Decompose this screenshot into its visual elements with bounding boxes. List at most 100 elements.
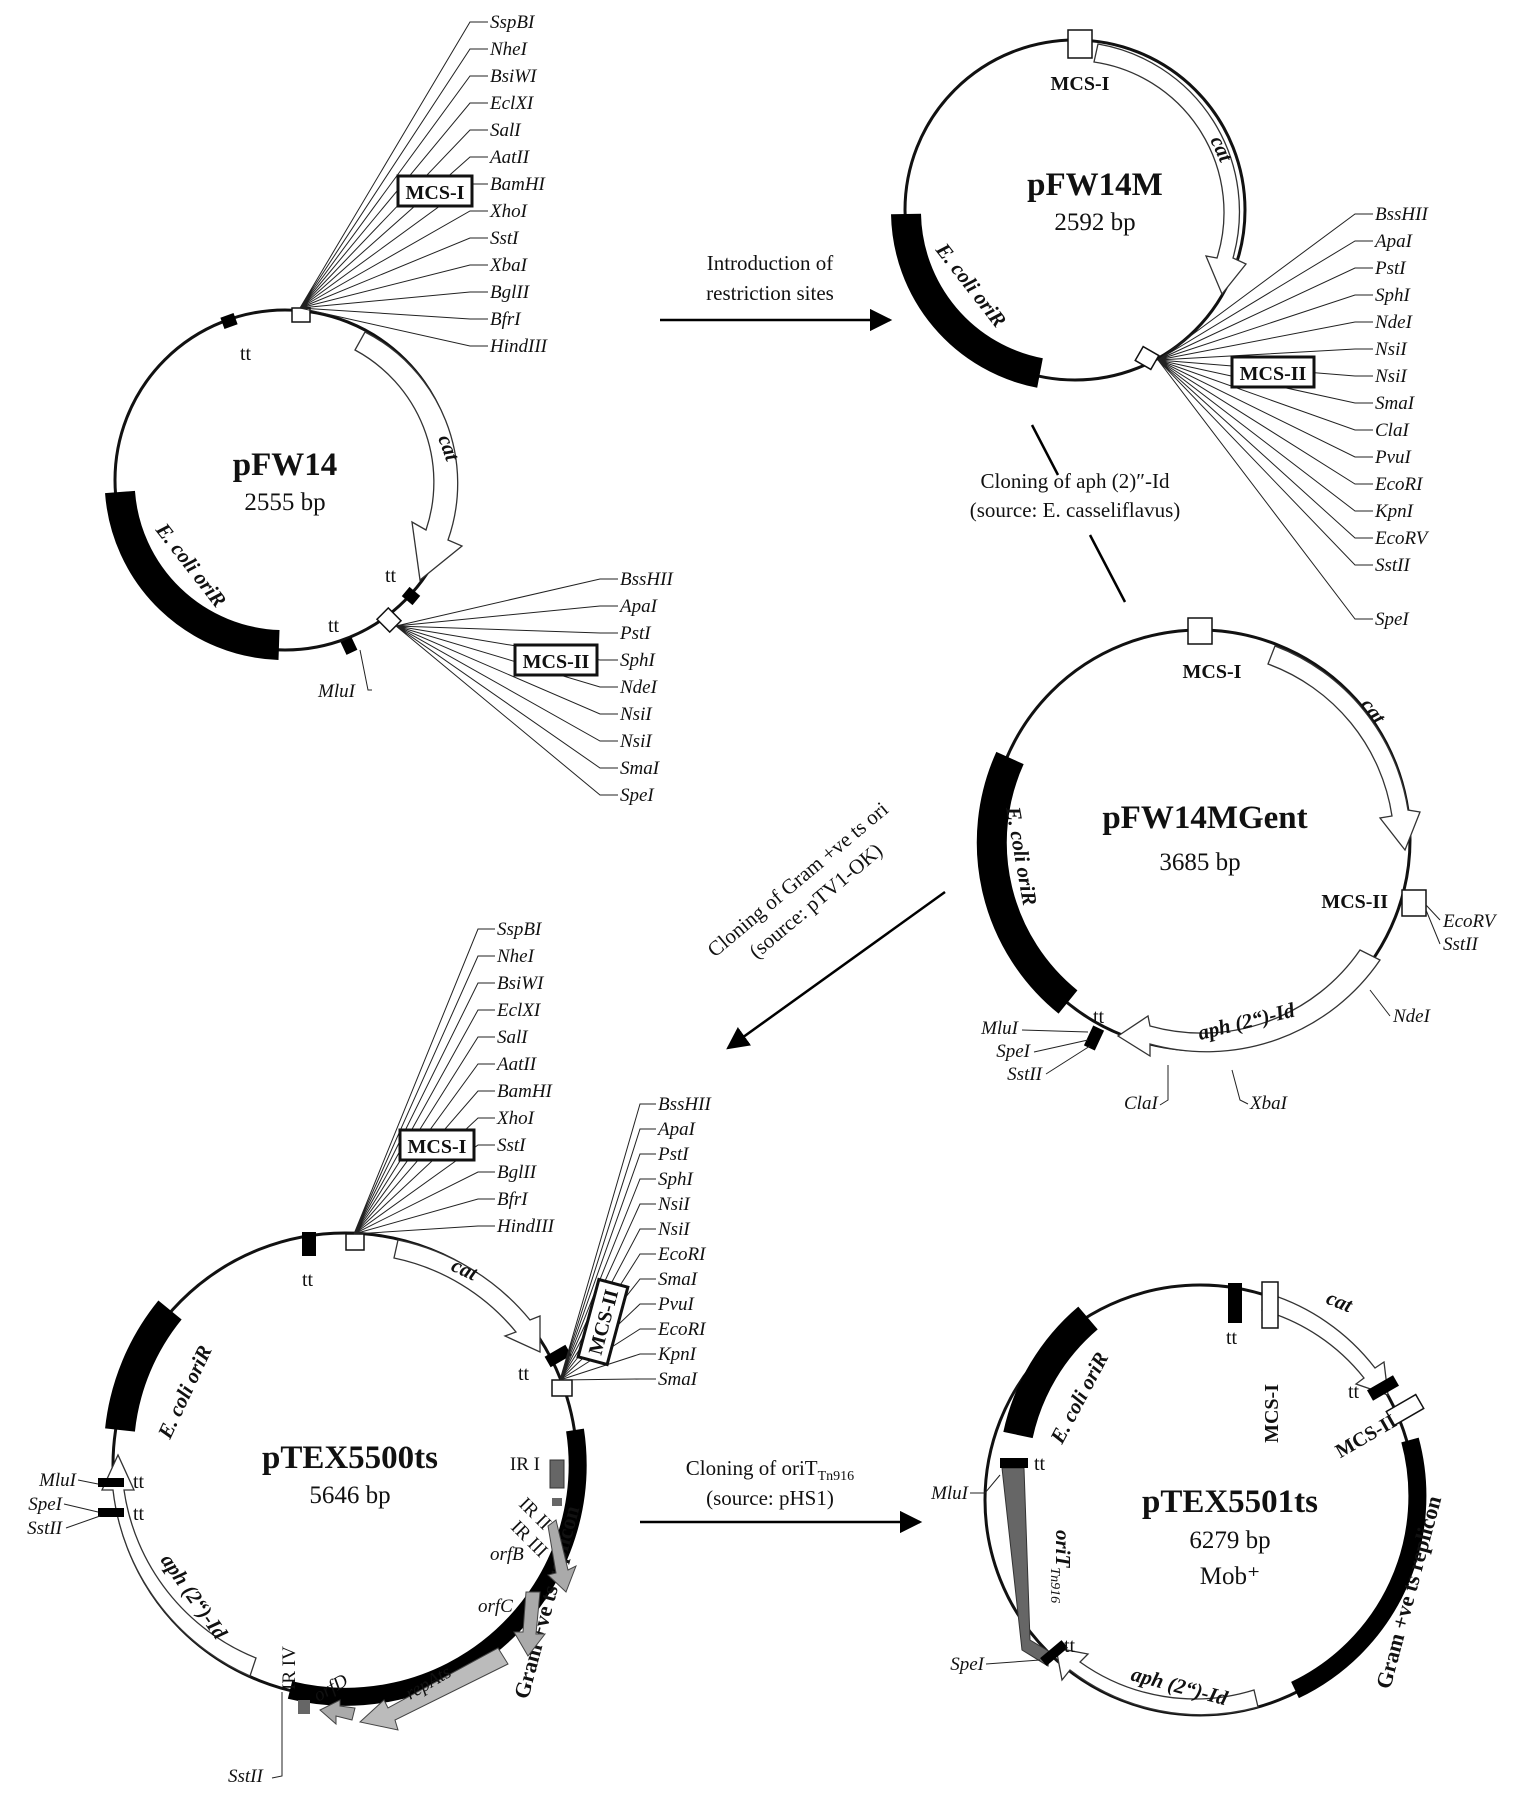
mcs1-label: MCS-I (1051, 73, 1110, 95)
site-label: ClaI (1375, 420, 1410, 441)
site-label: EcoRI (1374, 474, 1424, 495)
site-label: SpeI (620, 785, 655, 806)
orfb-arrow (546, 1519, 577, 1593)
mcs2-label-box (576, 1277, 630, 1367)
site-leader-lines (299, 21, 488, 347)
orit-sub: Tn916 (1047, 1567, 1062, 1603)
mcs2-box (1385, 1393, 1425, 1427)
mcs2-box (1134, 345, 1160, 371)
site-label: KpnI (1374, 501, 1415, 522)
site-label: NsiI (657, 1194, 691, 1215)
cat-gene-arrow (1267, 645, 1421, 852)
tt-label: tt (1226, 1327, 1238, 1349)
site-label: AatII (488, 147, 531, 168)
site-label: SmaI (1375, 393, 1416, 414)
site-label: KpnI (657, 1344, 698, 1365)
site-label: SstI (497, 1135, 527, 1156)
site-leader (1159, 1065, 1169, 1106)
site-label: ClaI (1124, 1093, 1159, 1114)
site-label: XhoI (496, 1108, 536, 1129)
tt-terminator (98, 1478, 124, 1487)
site-label: PstI (619, 623, 652, 644)
mcs2-site-list: BssHII ApaI PstI SphI NsiI NsiI EcoRI Sm… (559, 1094, 712, 1390)
plasmid-ptex5501ts: tt tt tt tt MCS-I MCS-II cat aph (2“)-Id… (930, 1281, 1446, 1717)
mcs1-label: MCS-I (1183, 661, 1242, 683)
mcs2-label-box (513, 643, 599, 677)
step-aph-cloning: Cloning of aph (2)″-Id (source: E. casse… (970, 424, 1181, 603)
site-leader-lines (395, 578, 618, 796)
site-label: EcoRI (657, 1319, 707, 1340)
tt-label: tt (133, 1471, 145, 1493)
site-label: SalI (490, 120, 522, 141)
orit-main: oriT (1051, 1530, 1075, 1569)
plasmid-pfw14mgent: MCS-I MCS-II cat aph (2“)-Id E. coli ori… (976, 617, 1498, 1114)
gram-replicon-block (287, 1428, 587, 1706)
site-label: SmaI (658, 1369, 699, 1390)
site-label: NsiI (619, 731, 653, 752)
tt-label: tt (385, 565, 397, 587)
tt-terminator (302, 1232, 316, 1256)
plasmid-size: 3685 bp (1159, 849, 1240, 876)
site-label: NsiI (1374, 339, 1408, 360)
aph-gene-arrow (1116, 949, 1381, 1058)
plasmid-name: pTEX5500ts (262, 1440, 438, 1476)
site-label: SstII (228, 1766, 265, 1787)
tt-terminator (220, 312, 238, 330)
ecoli-ori-label: E. coli oriR (152, 1342, 216, 1443)
site-leader (985, 1659, 1041, 1665)
mcs2-site-list: BssHII ApaI PstI SphI NdeI NsiI NsiI Sma… (395, 569, 674, 806)
site-label: BsiWI (490, 66, 538, 87)
ir1-label: IR I (510, 1454, 540, 1475)
mcs1-box (1067, 29, 1093, 59)
cat-gene-arrow (354, 331, 464, 582)
mcs2-label: MCS-II (1321, 891, 1388, 913)
mcs1-box (345, 1233, 365, 1251)
plasmid-name: pTEX5501ts (1142, 1484, 1318, 1520)
site-label: PstI (1374, 258, 1407, 279)
step-introduction: Introduction of restriction sites (660, 251, 893, 332)
plasmid-size: 6279 bp (1189, 1527, 1270, 1554)
site-leader (271, 1692, 283, 1779)
step-text: restriction sites (706, 281, 834, 305)
orit-block (1001, 1467, 1051, 1667)
site-label: AatII (495, 1054, 538, 1075)
repats-arrow (358, 1647, 509, 1731)
site-label: BsiWI (497, 973, 545, 994)
site-label: XbaI (1249, 1093, 1289, 1114)
cat-gene-arrow (1261, 1292, 1389, 1396)
site-leader (970, 1474, 1001, 1494)
aph-gene-arrow (100, 1453, 257, 1677)
tt-label: tt (240, 343, 252, 365)
tt-label: tt (1093, 1006, 1105, 1028)
cat-gene-arrow (1093, 43, 1248, 296)
site-leader-lines (1425, 904, 1441, 945)
step-text: (source: E. casseliflavus) (970, 498, 1181, 522)
site-label: NheI (496, 946, 536, 967)
site-label: NdeI (619, 677, 659, 698)
site-label: NsiI (657, 1219, 691, 1240)
site-label: BssHII (658, 1094, 712, 1115)
mcs1-label-box (396, 174, 474, 208)
site-label: SphI (620, 650, 657, 671)
mcs1-label-box (398, 1128, 476, 1162)
site-label: EcoRV (1374, 528, 1430, 549)
step-arrow (726, 890, 946, 1050)
site-leader-lines (1021, 1029, 1091, 1075)
site-leader-lines (353, 928, 495, 1235)
cat-label: cat (1323, 1285, 1357, 1317)
ir2-block (552, 1498, 562, 1506)
site-label: SmaI (658, 1269, 699, 1290)
tt-terminator (1000, 1458, 1028, 1468)
site-label: SalI (497, 1027, 529, 1048)
tt-label: tt (1064, 1635, 1076, 1657)
plasmid-ptex5500ts: tt tt tt tt cat aph (2“)-Id E. coli oriR… (27, 919, 712, 1787)
site-leader (1369, 989, 1391, 1017)
site-label: SpeI (1375, 609, 1410, 630)
ir4-block (298, 1700, 310, 1714)
ecoli-ori-block (1003, 1306, 1098, 1439)
tt-terminator (1367, 1375, 1399, 1401)
tt-terminator (340, 637, 358, 655)
mcs1-box (1187, 617, 1213, 645)
mlu-leader (359, 649, 372, 691)
